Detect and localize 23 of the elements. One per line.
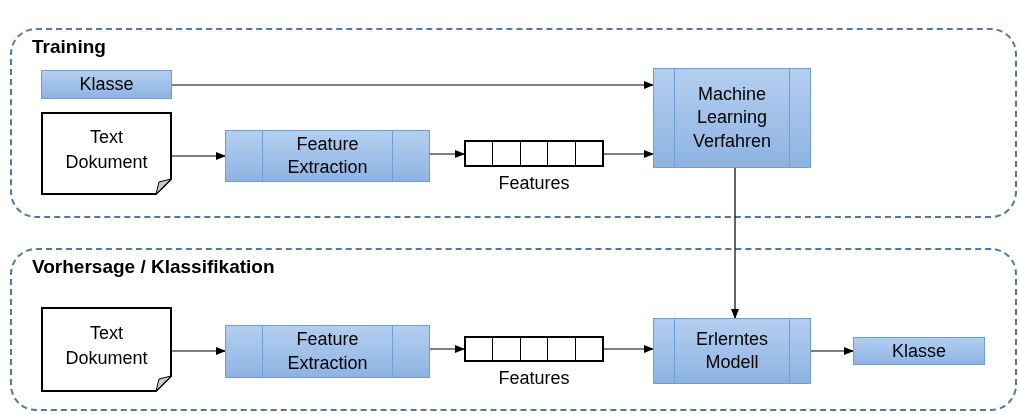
- arrow: [171, 81, 654, 89]
- arrow: [171, 347, 226, 355]
- group-frame: [10, 28, 1017, 218]
- group-title: Training: [32, 36, 106, 58]
- document-label: Text Dokument: [64, 126, 149, 174]
- arrow: [429, 345, 465, 353]
- node-label: Features: [498, 368, 570, 389]
- node-label: Features: [498, 173, 570, 194]
- arrow: [603, 150, 654, 158]
- arrow: [429, 150, 465, 158]
- arrow: [731, 167, 739, 319]
- process-box: Feature Extraction: [225, 325, 430, 378]
- arrow: [603, 345, 654, 353]
- process-box: Feature Extraction: [225, 130, 430, 182]
- process-box: Erlerntes Modell: [653, 318, 811, 384]
- label-box: Klasse: [41, 70, 172, 99]
- group-frame: [10, 248, 1017, 411]
- arrow: [171, 152, 226, 160]
- arrow: [810, 347, 854, 355]
- label-box: Klasse: [853, 337, 985, 365]
- group-title: Vorhersage / Klassifikation: [32, 256, 275, 278]
- document-label: Text Dokument: [64, 322, 149, 370]
- process-box: Machine Learning Verfahren: [653, 68, 811, 168]
